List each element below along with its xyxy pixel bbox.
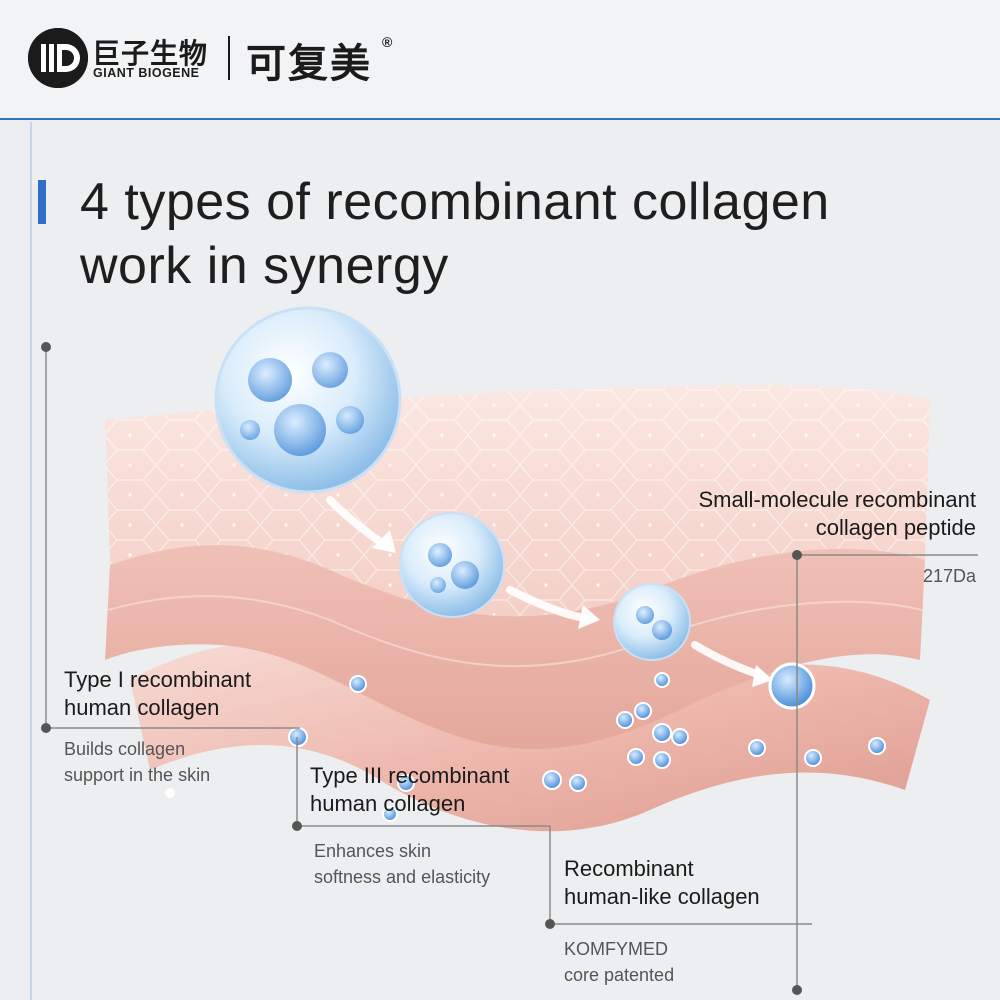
callout-human-like-detail-1: KOMFYMED	[564, 939, 669, 959]
callout-human-like-title-1: Recombinant	[564, 856, 694, 881]
callout-human-like-detail: KOMFYMED core patented	[564, 936, 784, 988]
callout-type-i-detail: Builds collagen support in the skin	[64, 736, 284, 788]
callout-peptide-title-2: collagen peptide	[815, 515, 976, 540]
title-line-1: 4 types of recombinant collagen	[80, 173, 830, 231]
callout-leader-lines	[45, 347, 978, 990]
callout-peptide-detail: 217Da	[922, 566, 976, 586]
callout-type-i: Type I recombinant human collagen	[64, 666, 324, 722]
title-line-2: work in synergy	[80, 237, 449, 295]
callout-type-i-detail-2: support in the skin	[64, 765, 211, 785]
page-title: 4 types of recombinant collagen work in …	[80, 170, 960, 298]
collagen-particles	[165, 672, 886, 822]
callout-type-iii: Type III recombinant human collagen	[310, 762, 580, 818]
medium-molecule-icon	[399, 512, 505, 618]
callout-human-like-title-2: human-like collagen	[564, 884, 760, 909]
small-molecule-icon	[613, 583, 691, 661]
callout-type-iii-detail-1: Enhances skin	[314, 841, 432, 861]
callout-human-like-detail-2: core patented	[564, 965, 675, 985]
callout-type-iii-detail: Enhances skin softness and elasticity	[314, 838, 550, 890]
callout-peptide-title-1: Small-molecule recombinant	[698, 487, 976, 512]
callout-type-i-title-1: Type I recombinant	[64, 667, 252, 692]
giant-biogene-logo-icon	[28, 28, 88, 88]
registered-mark: ®	[382, 34, 393, 50]
large-molecule-icon	[214, 306, 402, 494]
callout-type-i-detail-1: Builds collagen	[64, 739, 186, 759]
callout-type-iii-title-1: Type III recombinant	[310, 763, 510, 788]
callout-type-iii-title-2: human collagen	[310, 791, 466, 816]
callout-peptide: Small-molecule recombinant collagen pept…	[600, 486, 976, 542]
title-accent-bar	[38, 180, 46, 224]
brand-name-en: GIANT BIOGENE	[93, 66, 200, 80]
brand-divider	[228, 36, 230, 80]
tiny-molecule-icon	[768, 662, 816, 710]
brand-header: 巨子生物 GIANT BIOGENE 可复美 ®	[0, 0, 1000, 120]
callout-human-like: Recombinant human-like collagen	[564, 855, 824, 911]
epidermis-side	[105, 545, 925, 749]
callout-type-i-title-2: human collagen	[64, 695, 220, 720]
brand-name-cn: 巨子生物	[92, 37, 209, 70]
left-guide-line	[30, 122, 32, 1000]
product-name-cn: 可复美	[246, 41, 372, 87]
callout-type-iii-detail-2: softness and elasticity	[314, 867, 491, 887]
